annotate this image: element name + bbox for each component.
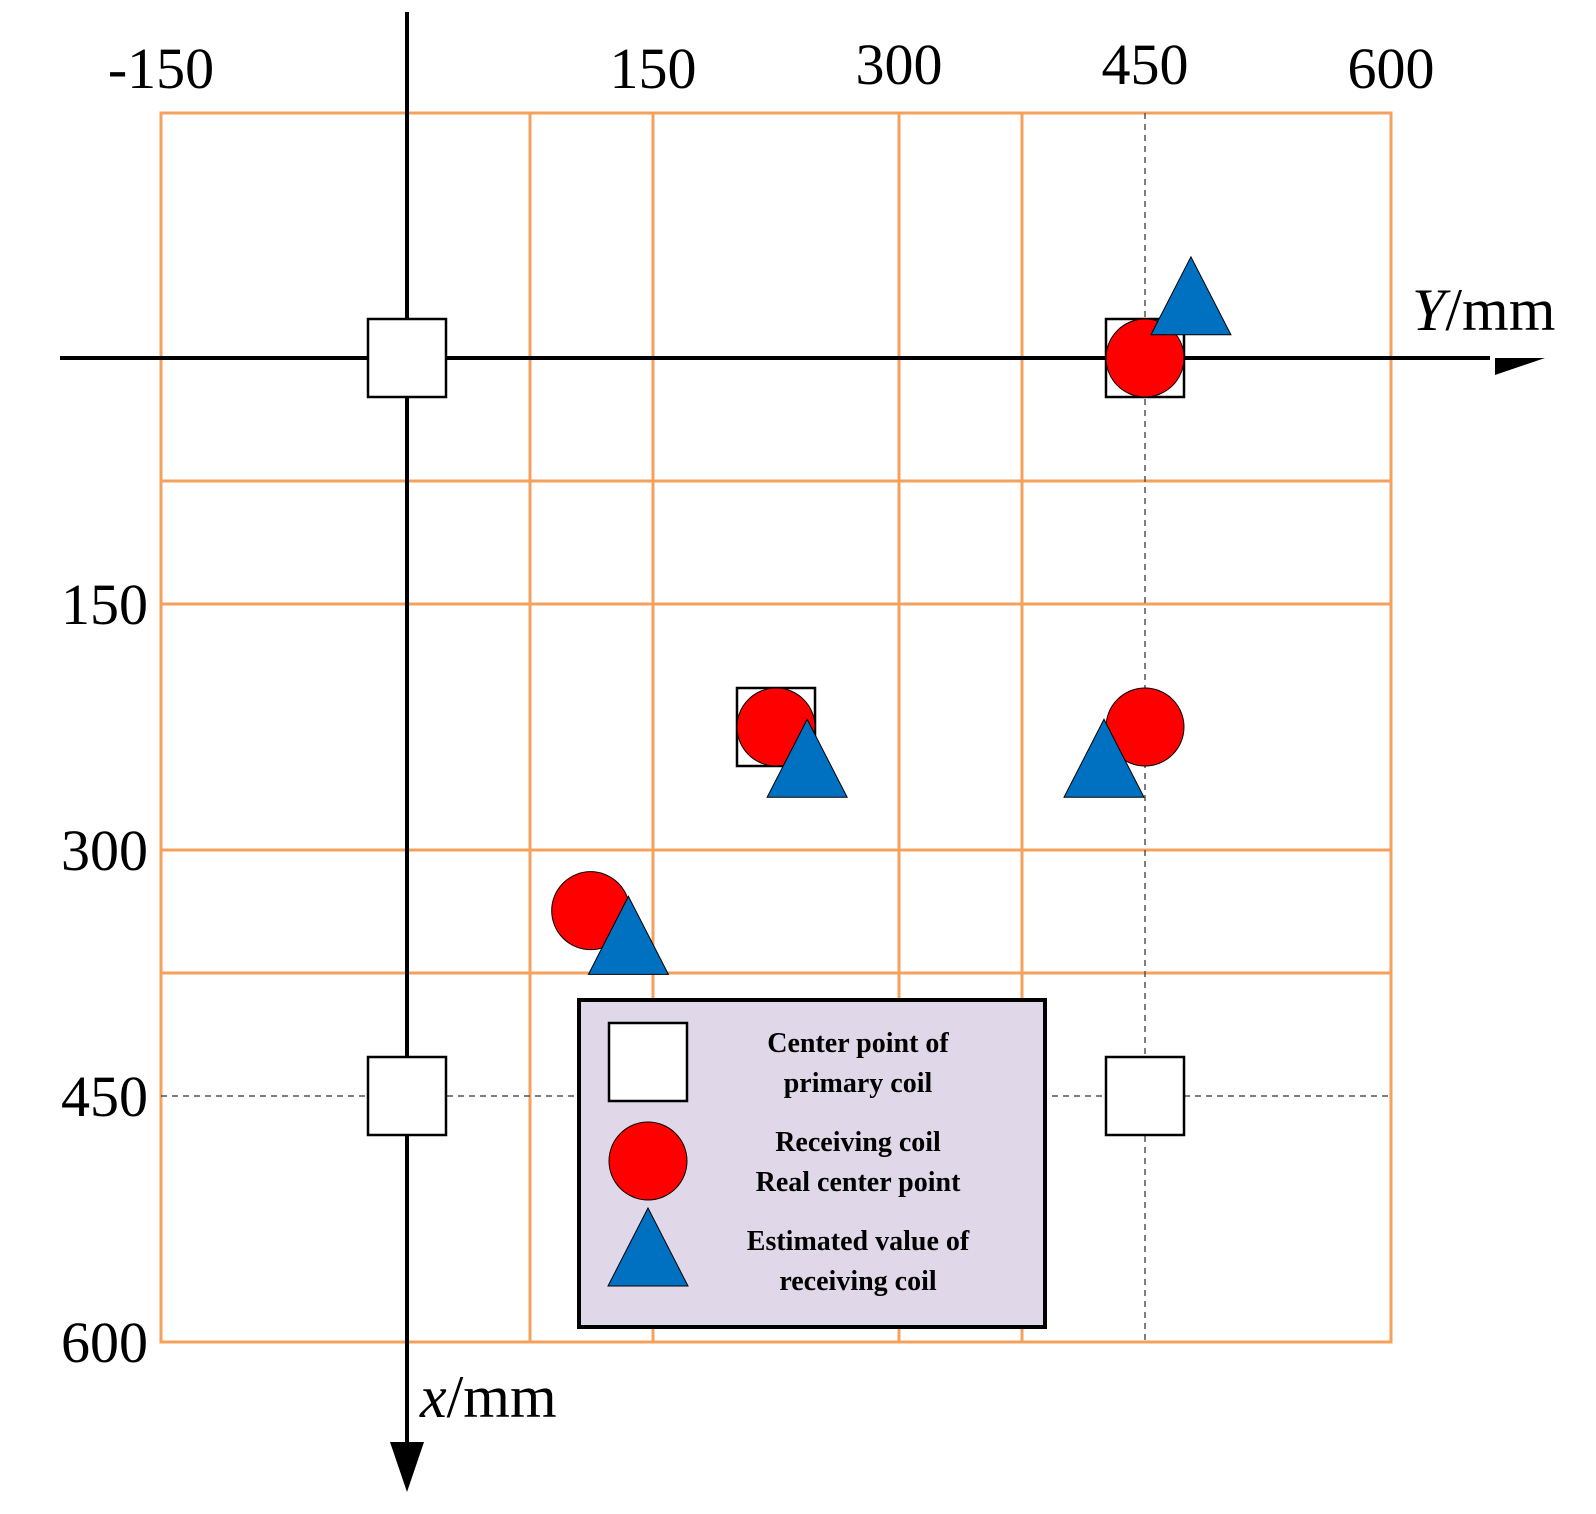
vertical-axis-arrow [390,1442,424,1492]
y-tick-label: 600 [61,1310,148,1375]
y-tick-label: 150 [61,572,148,637]
x-tick-label: 150 [610,36,697,101]
x-tick-label: 450 [1102,32,1189,97]
point-triangle [1150,255,1232,336]
point-circle [1105,318,1185,398]
y-tick-label: 450 [61,1064,148,1129]
tick-labels: -150 150 300 450 600 150 300 450 600 [61,32,1435,1375]
legend-label: Real center point [756,1167,961,1198]
horizontal-axis-title: Y/mm [1412,277,1555,343]
legend-marker-circle [608,1121,688,1201]
point-triangle [766,718,848,798]
x-tick-label: -150 [108,36,214,101]
legend-label: primary coil [784,1068,933,1099]
axes: Y/mm x/mm [60,12,1555,1492]
legend-label: receiving coil [779,1266,937,1297]
legend-marker-triangle [607,1206,689,1287]
point-triangle [1063,718,1145,798]
legend-marker-square [607,1021,689,1103]
dashed-guides [161,113,1391,1342]
legend-label: Estimated value of [747,1226,970,1257]
point-square [1104,1055,1186,1137]
vertical-axis-title: x/mm [419,1364,557,1430]
data-points [366,255,1232,1137]
horizontal-axis-arrow [1495,341,1545,375]
y-tick-label: 300 [61,818,148,883]
legend-label: Center point of [767,1028,949,1059]
legend-label: Receiving coil [775,1127,941,1158]
x-tick-label: 600 [1348,36,1435,101]
point-square [366,317,448,399]
x-tick-label: 300 [856,32,943,97]
point-square [366,1055,448,1137]
point-triangle [587,895,670,975]
